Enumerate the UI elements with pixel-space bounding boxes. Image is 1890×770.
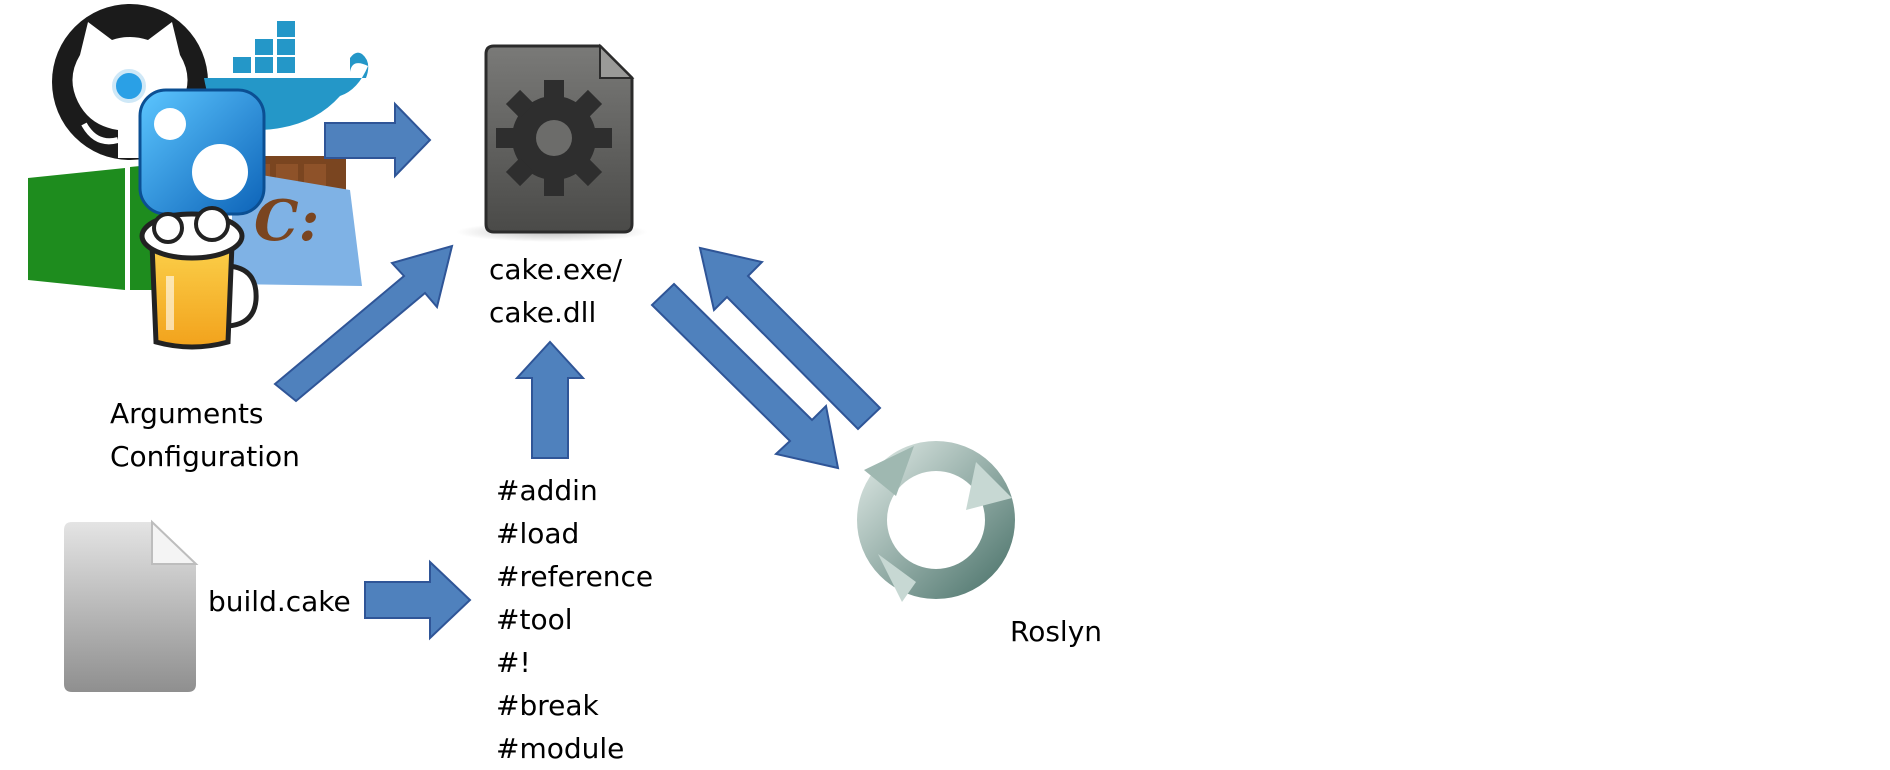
gear-document-icon	[456, 43, 648, 242]
directive-tool: #tool	[496, 603, 573, 636]
cake-dll-label: cake.dll	[489, 296, 597, 329]
directives-to-cake-arrow	[514, 340, 586, 459]
directive-module: #module	[496, 732, 625, 765]
directive-shebang: #!	[496, 646, 531, 679]
directive-break: #break	[496, 689, 599, 722]
roslyn-to-cake-arrow	[698, 246, 882, 431]
cake-to-roslyn-arrow	[650, 282, 840, 470]
gear-icon	[496, 80, 612, 196]
flow-arrows	[273, 101, 882, 641]
directive-addin: #addin	[496, 474, 598, 507]
configuration-label: Configuration	[110, 440, 300, 473]
homebrew-icon	[139, 206, 259, 350]
nuget-icon	[138, 88, 266, 216]
cake-executable-label: cake.exe/ cake.dll	[489, 248, 622, 334]
directive-reference: #reference	[496, 560, 654, 593]
svg-text:C:: C:	[254, 188, 319, 254]
buildcake-to-directives-arrow	[364, 559, 472, 641]
integrations-icon-cluster: C:	[28, 4, 369, 350]
roslyn-cycle-icon	[857, 441, 1015, 602]
preprocessor-directives-list: #addin #load #reference #tool #! #break …	[496, 469, 653, 770]
roslyn-label: Roslyn	[1010, 615, 1103, 648]
arguments-to-cake-arrow	[273, 244, 454, 403]
arguments-configuration-label: Arguments Configuration	[110, 392, 300, 478]
directive-load: #load	[496, 517, 580, 550]
build-cake-label: build.cake	[208, 585, 351, 618]
arguments-label: Arguments	[110, 397, 264, 430]
cake-exe-label: cake.exe/	[489, 253, 622, 286]
integrations-to-cake-arrow	[324, 101, 432, 179]
blank-document-icon	[64, 519, 199, 692]
